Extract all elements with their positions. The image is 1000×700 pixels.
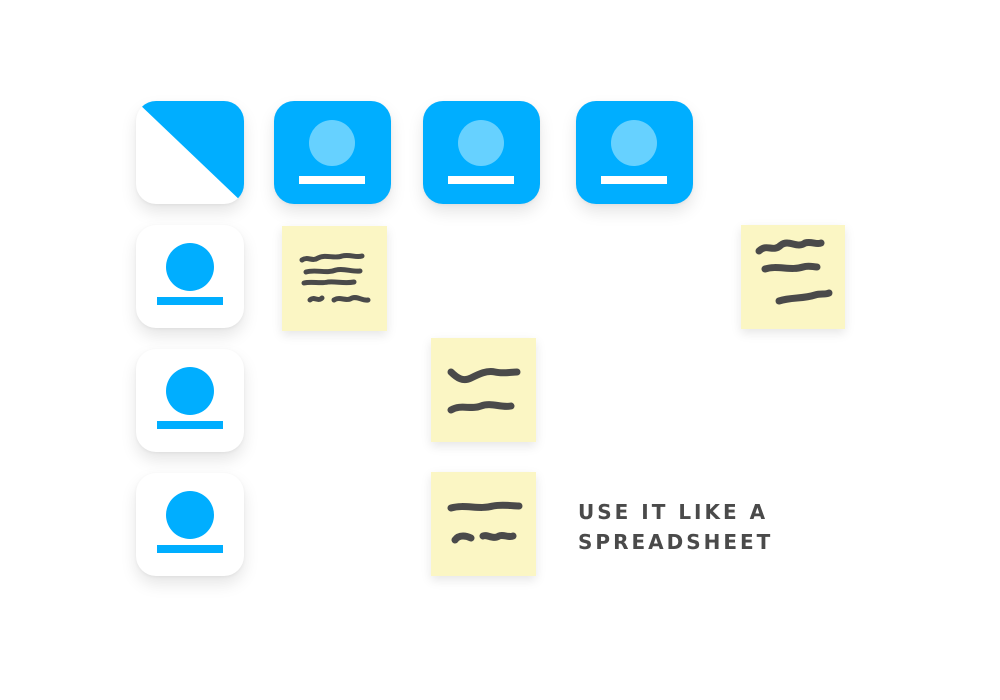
user-icon <box>309 120 355 166</box>
scribble-text-icon <box>299 252 371 303</box>
scribble-text-icon <box>447 368 521 414</box>
user-icon <box>166 491 214 539</box>
user-icon <box>611 120 657 166</box>
column-header-2[interactable] <box>423 101 540 204</box>
split-corner-icon <box>136 101 244 204</box>
sticky-note[interactable] <box>431 338 536 442</box>
corner-cell <box>136 101 244 204</box>
sticky-note[interactable] <box>741 225 845 329</box>
column-header-1[interactable] <box>274 101 391 204</box>
caption: USE IT LIKE A SPREADSHEET <box>578 497 773 557</box>
name-placeholder-bar <box>157 297 223 305</box>
scribble-text-icon <box>755 238 833 305</box>
column-header-3[interactable] <box>576 101 693 204</box>
caption-line-2: SPREADSHEET <box>578 530 774 554</box>
scribble-text-icon <box>447 501 523 544</box>
user-icon <box>458 120 504 166</box>
row-header-1[interactable] <box>136 225 244 328</box>
caption-line-1: USE IT LIKE A <box>578 500 769 524</box>
sticky-note[interactable] <box>431 472 536 576</box>
sticky-note[interactable] <box>282 226 387 331</box>
name-placeholder-bar <box>601 176 667 184</box>
name-placeholder-bar <box>448 176 514 184</box>
name-placeholder-bar <box>157 421 223 429</box>
user-icon <box>166 367 214 415</box>
row-header-3[interactable] <box>136 473 244 576</box>
name-placeholder-bar <box>157 545 223 553</box>
user-icon <box>166 243 214 291</box>
row-header-2[interactable] <box>136 349 244 452</box>
name-placeholder-bar <box>299 176 365 184</box>
